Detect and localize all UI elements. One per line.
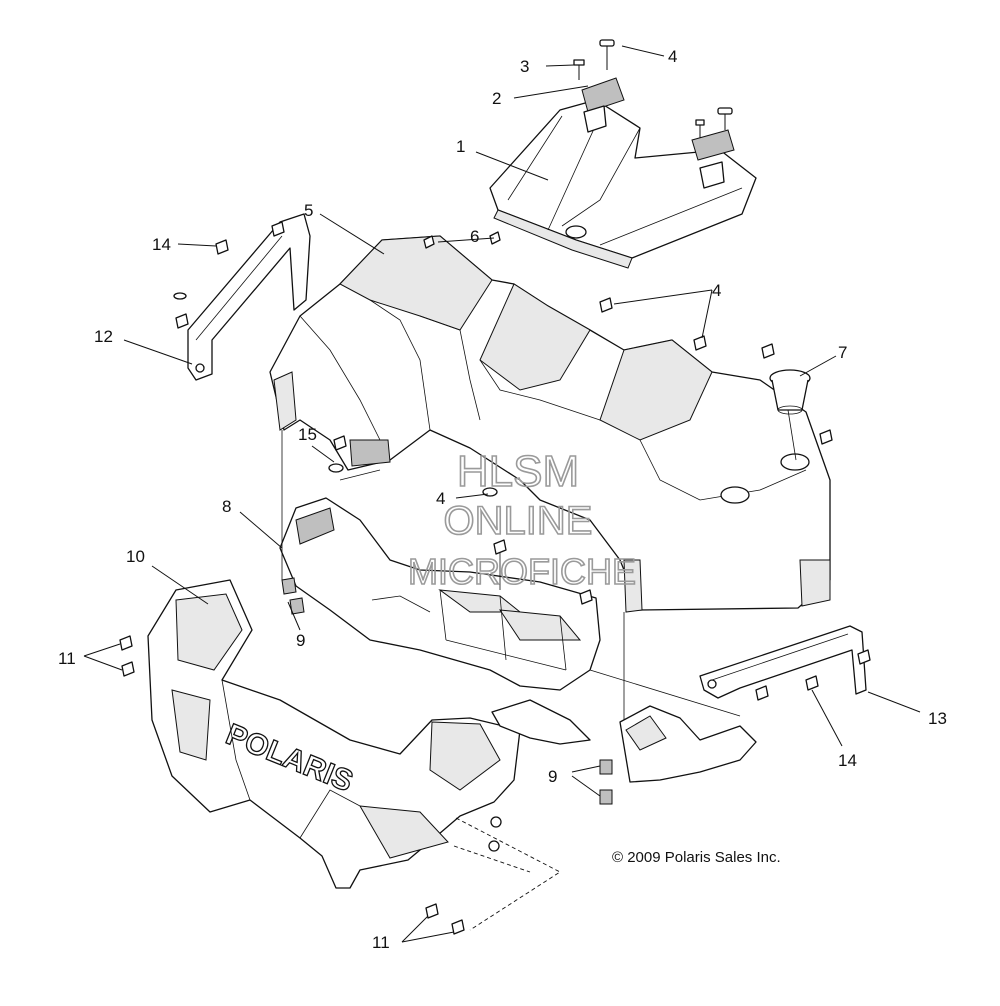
callout-10: 10 bbox=[126, 547, 145, 566]
part-connector bbox=[491, 699, 591, 745]
part-9-right-insert bbox=[599, 705, 757, 805]
callout-8: 8 bbox=[222, 497, 231, 516]
alignment-lines bbox=[281, 409, 797, 931]
callout-4-top: 4 bbox=[668, 47, 677, 66]
part-1-hood bbox=[489, 77, 757, 269]
part-9-left-clips bbox=[281, 577, 305, 615]
part-5-front-body bbox=[269, 235, 831, 613]
watermark-line-2: ONLINE bbox=[444, 499, 593, 543]
callout-2: 2 bbox=[492, 89, 501, 108]
callout-4-center: 4 bbox=[436, 489, 445, 508]
watermark-line-3: MICROFICHE bbox=[408, 551, 636, 592]
part-8-dash-insert bbox=[279, 497, 601, 691]
part-12-left-bracket bbox=[187, 213, 311, 381]
callout-5: 5 bbox=[304, 201, 313, 220]
part-10-front-fascia: POLARIS bbox=[147, 579, 521, 889]
callout-11-left: 11 bbox=[58, 649, 76, 668]
callout-12: 12 bbox=[94, 327, 113, 346]
callout-15: 15 bbox=[298, 425, 317, 444]
callout-6: 6 bbox=[470, 227, 479, 246]
callout-9-right: 9 bbox=[548, 767, 557, 786]
part-13-right-bracket bbox=[699, 625, 867, 699]
leader-lines bbox=[83, 45, 921, 943]
hardware-top bbox=[573, 39, 733, 138]
callout-9-left: 9 bbox=[296, 631, 305, 650]
callout-1: 1 bbox=[456, 137, 465, 156]
callout-13: 13 bbox=[928, 709, 947, 728]
callout-11-bottom: 11 bbox=[372, 933, 390, 952]
copyright-notice: © 2009 Polaris Sales Inc. bbox=[612, 849, 781, 866]
callout-7: 7 bbox=[838, 343, 847, 362]
callout-4-mid: 4 bbox=[712, 281, 721, 300]
callout-3: 3 bbox=[520, 57, 529, 76]
callout-labels: 1 2 3 4 5 6 4 7 14 12 15 4 8 9 10 11 9 1… bbox=[58, 47, 947, 952]
watermark-line-1: HLSM bbox=[457, 447, 579, 496]
watermark: HLSM ONLINE MICROFICHE bbox=[407, 446, 637, 593]
callout-14-left: 14 bbox=[152, 235, 171, 254]
callout-14-right: 14 bbox=[838, 751, 857, 770]
part-7-cup-holder bbox=[769, 369, 811, 415]
small-hardware bbox=[119, 221, 871, 935]
